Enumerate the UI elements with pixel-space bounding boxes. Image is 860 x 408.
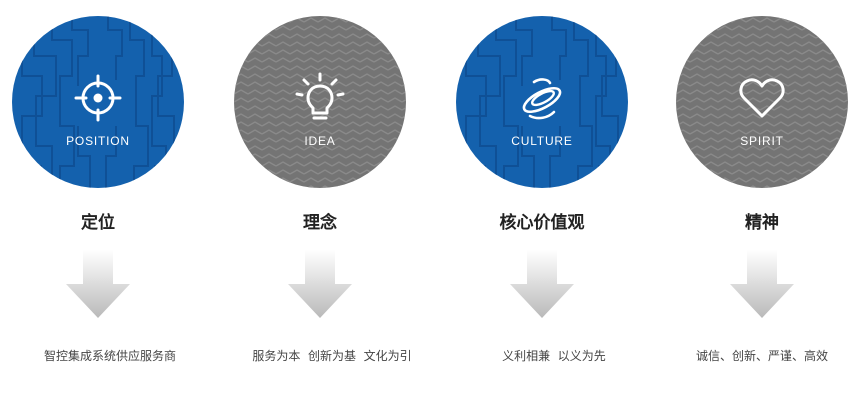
english-label: IDEA [304, 134, 336, 148]
value-card-position: POSITION 定位 智控集成系统供应服务商 [0, 0, 220, 408]
value-title: 理念 [303, 213, 337, 233]
value-title: 定位 [81, 213, 115, 233]
value-title: 精神 [745, 213, 779, 233]
down-arrow-icon [288, 250, 352, 318]
value-description: 义利相兼 以义为先 [502, 349, 606, 363]
lightbulb-icon [295, 72, 345, 120]
value-card-culture: CULTURE 核心价值观 义利相兼 以义为先 [444, 0, 664, 408]
value-card-spirit: SPIRIT 精神 诚信、创新、严谨、高效 [640, 0, 860, 408]
down-arrow-icon [730, 250, 794, 318]
english-label: SPIRIT [740, 134, 784, 148]
english-label: POSITION [66, 134, 130, 148]
circle-badge-position: POSITION [12, 16, 184, 188]
circle-badge-idea: IDEA [234, 16, 406, 188]
circle-badge-culture: CULTURE [456, 16, 628, 188]
value-card-idea: IDEA 理念 服务为本 创新为基 文化为引 [222, 0, 442, 408]
value-description: 服务为本 创新为基 文化为引 [252, 349, 412, 363]
swirl-icon [522, 78, 562, 120]
down-arrow-icon [66, 250, 130, 318]
value-description: 诚信、创新、严谨、高效 [695, 349, 828, 363]
down-arrow-icon [510, 250, 574, 318]
circle-badge-spirit: SPIRIT [676, 16, 848, 188]
heart-icon [739, 78, 785, 118]
target-icon [74, 74, 122, 122]
value-title: 核心价值观 [499, 213, 585, 233]
english-label: CULTURE [511, 134, 573, 148]
value-description: 智控集成系统供应服务商 [43, 349, 176, 363]
